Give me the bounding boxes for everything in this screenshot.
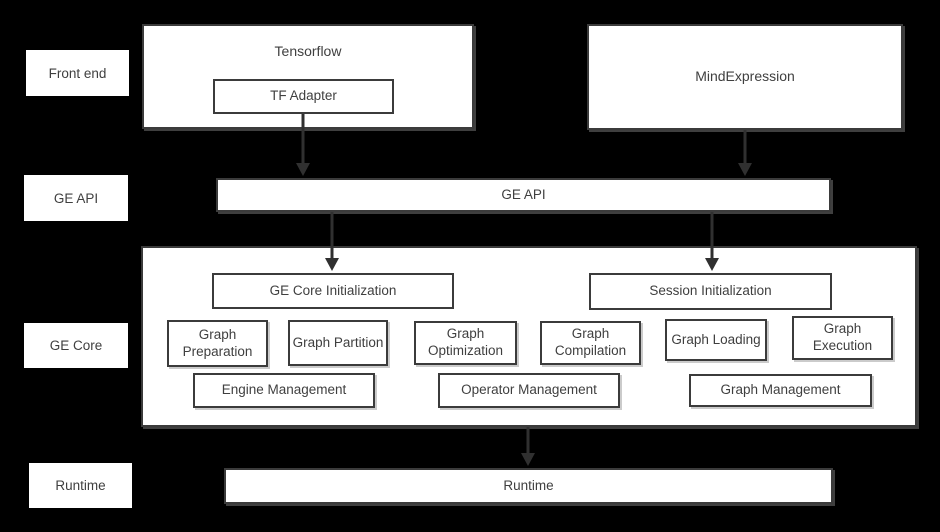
- lane-label-ge-api-text: GE API: [53, 190, 99, 206]
- mindexpression-label: MindExpression: [695, 68, 795, 85]
- tf-adapter-box: TF Adapter: [213, 79, 394, 114]
- tf-adapter-label: TF Adapter: [270, 88, 337, 104]
- arrow-shaft: [526, 427, 530, 454]
- graph-management-box: Graph Management: [689, 374, 872, 407]
- lane-label-runtime-text: Runtime: [55, 478, 106, 493]
- session-initialization-box: Session Initialization: [589, 273, 832, 310]
- runtime-bar-label: Runtime: [503, 477, 554, 493]
- arrow-down-tf-adapter-to-ge-api-icon: [296, 114, 310, 176]
- graph-execution-box: Graph Execution: [792, 316, 893, 360]
- ge-api-bar: GE API: [216, 178, 831, 212]
- lane-label-front-end: Front end: [26, 50, 129, 96]
- arrow-down-ge-api-to-ge-core-init-icon: [325, 212, 339, 271]
- lane-label-front-end-text: Front end: [48, 65, 107, 81]
- arrow-head: [705, 258, 719, 271]
- lane-label-ge-api: GE API: [24, 175, 128, 221]
- engine-management-label: Engine Management: [221, 382, 347, 398]
- ge-core-initialization-label: GE Core Initialization: [269, 282, 397, 298]
- arrow-shaft: [330, 212, 334, 259]
- lane-label-ge-core: GE Core: [24, 323, 128, 368]
- ge-api-bar-label: GE API: [501, 186, 546, 202]
- runtime-bar: Runtime: [224, 468, 833, 504]
- mindexpression-box: MindExpression: [587, 24, 903, 130]
- arrow-head: [325, 258, 339, 271]
- arrow-shaft: [710, 212, 714, 259]
- lane-label-runtime: Runtime: [29, 463, 132, 508]
- graph-preparation-box: Graph Preparation: [167, 320, 268, 367]
- graph-optimization-label: Graph Optimization: [427, 326, 504, 358]
- graph-loading-label: Graph Loading: [671, 331, 761, 347]
- tensorflow-box-title: Tensorflow: [144, 26, 472, 60]
- graph-preparation-label: Graph Preparation: [182, 326, 253, 359]
- graph-optimization-box: Graph Optimization: [414, 321, 517, 365]
- operator-management-label: Operator Management: [461, 382, 597, 398]
- arrow-down-ge-api-to-session-init-icon: [705, 212, 719, 271]
- tensorflow-box: Tensorflow TF Adapter: [142, 24, 474, 129]
- graph-compilation-label: Graph Compilation: [554, 326, 627, 358]
- tensorflow-label: Tensorflow: [274, 42, 342, 59]
- arrow-down-ge-core-to-runtime-icon: [521, 427, 535, 466]
- arrow-head: [738, 163, 752, 176]
- ge-core-initialization-box: GE Core Initialization: [212, 273, 454, 309]
- graph-partition-box: Graph Partition: [288, 320, 388, 366]
- graph-loading-box: Graph Loading: [665, 319, 767, 361]
- graph-partition-label: Graph Partition: [292, 334, 384, 350]
- session-initialization-label: Session Initialization: [649, 283, 772, 299]
- engine-management-box: Engine Management: [193, 373, 375, 408]
- ge-core-container: GE Core Initialization Session Initializ…: [141, 246, 917, 427]
- arrow-shaft: [743, 130, 747, 164]
- arrow-head: [296, 163, 310, 176]
- graph-compilation-box: Graph Compilation: [540, 321, 641, 365]
- arrow-down-mindexpression-to-ge-api-icon: [738, 130, 752, 176]
- graph-execution-label: Graph Execution: [812, 321, 873, 353]
- arrow-head: [521, 453, 535, 466]
- graph-management-label: Graph Management: [720, 382, 841, 398]
- arrow-shaft: [301, 114, 305, 164]
- lane-label-ge-core-text: GE Core: [49, 338, 103, 353]
- operator-management-box: Operator Management: [438, 373, 620, 408]
